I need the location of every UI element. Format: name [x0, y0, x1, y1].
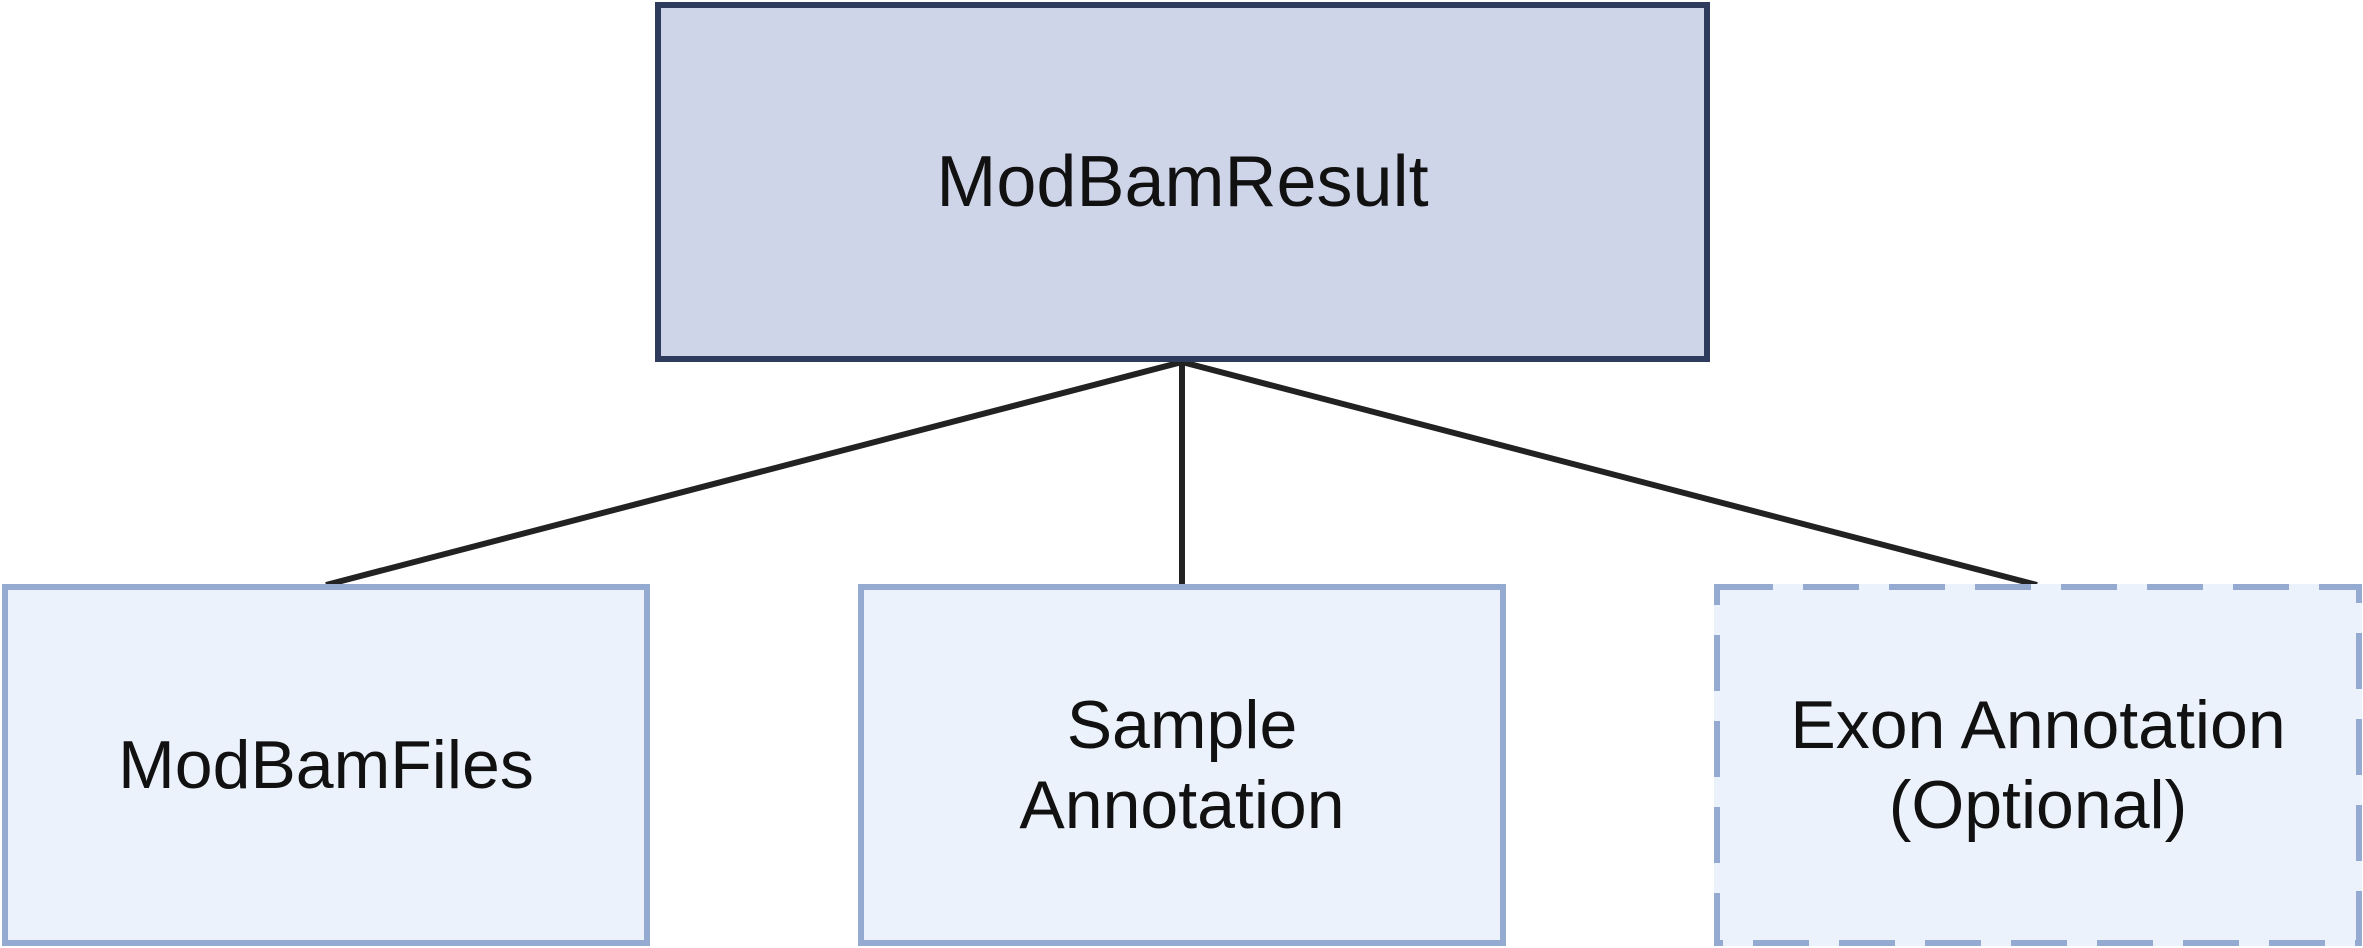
child-node-modbamfiles: ModBamFiles — [2, 584, 650, 946]
root-node-label: ModBamResult — [936, 142, 1429, 222]
child-node-sample-annotation: Sample Annotation — [858, 584, 1506, 946]
connector-root-to-modbamfiles — [325, 359, 1183, 588]
child-node-exon-annotation: Exon Annotation (Optional) — [1714, 584, 2362, 946]
exon-annotation-label: Exon Annotation (Optional) — [1790, 687, 2286, 843]
sample-annotation-label: Sample Annotation — [1019, 687, 1345, 843]
connector-root-to-exon-annotation — [1181, 359, 2038, 588]
dashed-border — [1714, 584, 2362, 946]
modbamfiles-label: ModBamFiles — [118, 727, 534, 803]
root-node-modbamresult: ModBamResult — [655, 2, 1710, 362]
